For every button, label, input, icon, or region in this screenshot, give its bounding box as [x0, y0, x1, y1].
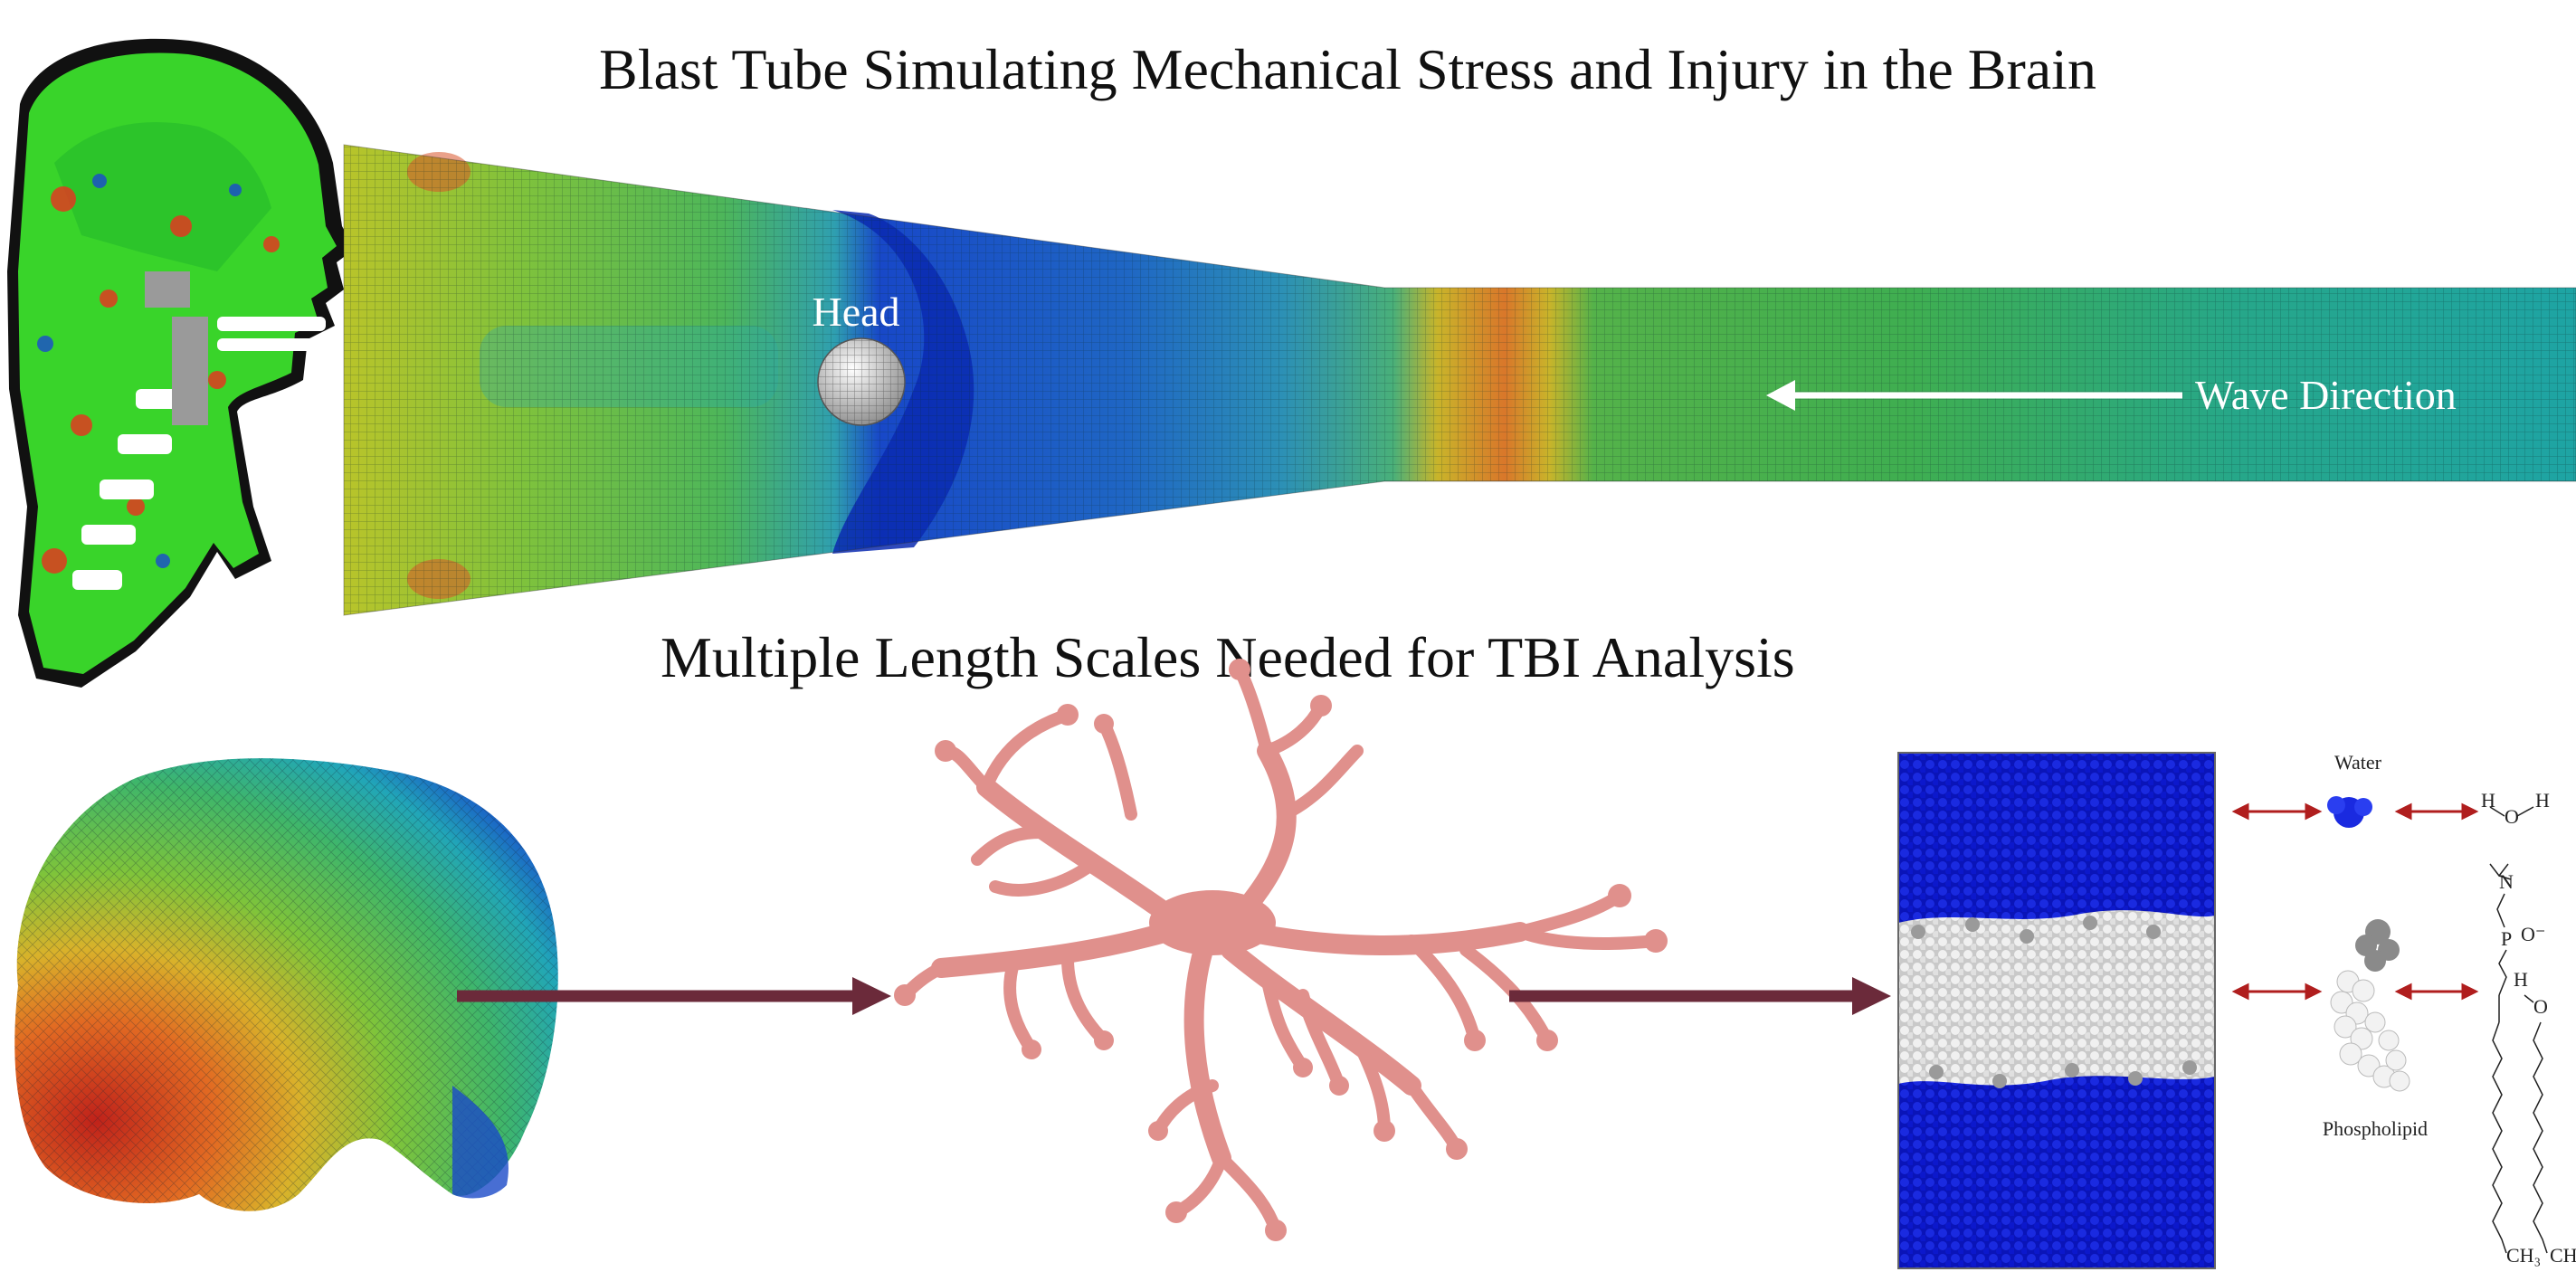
- arrow-neuron-to-membrane: [1509, 977, 1891, 1015]
- water-h1: H: [2481, 789, 2495, 812]
- water-h2: H: [2535, 789, 2550, 812]
- wave-direction-label: Wave Direction: [2195, 372, 2457, 418]
- head-model-image: [7, 38, 355, 688]
- neuron-cell-image: [894, 659, 1668, 1241]
- double-arrows: [2231, 802, 2479, 1001]
- blast-tube: [343, 144, 2576, 616]
- atom-o-minus: O⁻: [2521, 923, 2546, 945]
- arrow-brain-to-neuron: [457, 977, 891, 1015]
- middle-title: Multiple Length Scales Needed for TBI An…: [661, 625, 1795, 689]
- membrane-simulation-box: [1897, 752, 2216, 1269]
- phospholipid-molecule-image: [2330, 919, 2410, 1092]
- brain-mesh-image: [14, 758, 558, 1211]
- water-molecule-image: [2327, 796, 2372, 828]
- head-label: Head: [812, 289, 899, 335]
- head-sphere: [817, 337, 906, 426]
- atom-p: P: [2501, 927, 2512, 950]
- water-label: Water: [2334, 751, 2382, 774]
- atom-n: N: [2499, 870, 2514, 893]
- top-title: Blast Tube Simulating Mechanical Stress …: [599, 37, 2096, 101]
- water-formula: H O H: [2481, 789, 2550, 828]
- wave-direction-arrow: [1766, 380, 2182, 411]
- phospholipid-structure-formula: N P O⁻ H O CH₃ CH₃: [2489, 863, 2576, 1267]
- water-o: O: [2505, 805, 2519, 828]
- atom-h: H: [2514, 968, 2528, 991]
- atom-o: O: [2533, 995, 2548, 1018]
- atom-ch3-right: CH₃: [2550, 1244, 2576, 1267]
- atom-ch3-left: CH₃: [2506, 1244, 2541, 1267]
- phospholipid-label: Phospholipid: [2323, 1117, 2428, 1140]
